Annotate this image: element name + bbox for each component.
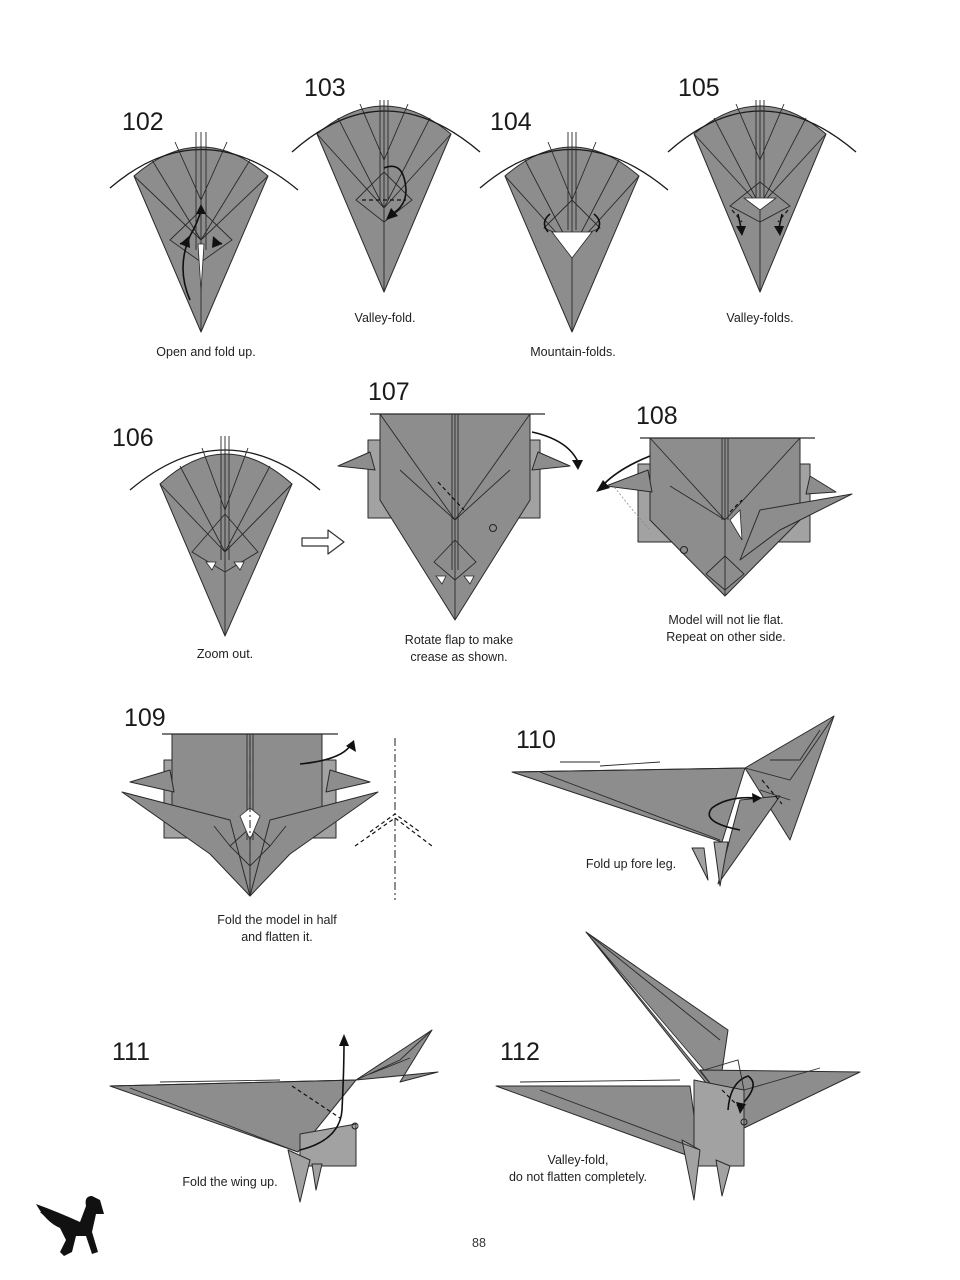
step-number-104: 104 — [490, 108, 532, 136]
pegasus-logo-icon — [36, 1196, 104, 1256]
step-number-112: 112 — [500, 1038, 540, 1066]
caption-112: Valley-fold, do not flatten completely. — [480, 1152, 676, 1186]
diagram-110 — [511, 715, 835, 887]
step-number-107: 107 — [368, 378, 410, 406]
step-number-106: 106 — [112, 424, 154, 452]
caption-107: Rotate flap to make crease as shown. — [374, 632, 544, 666]
caption-107-line-1: Rotate flap to make — [404, 633, 514, 647]
step-number-108: 108 — [636, 402, 678, 430]
diagram-108 — [596, 437, 853, 597]
caption-108: Model will not lie flat. Repeat on other… — [636, 612, 816, 646]
diagram-109 — [121, 733, 433, 900]
diagram-104 — [479, 132, 669, 333]
diagram-111 — [109, 1029, 439, 1203]
diagram-103 — [291, 100, 481, 293]
step-number-109: 109 — [124, 704, 166, 732]
diagram-105 — [667, 100, 857, 293]
diagram-102 — [109, 132, 299, 333]
page-number: 88 — [472, 1236, 486, 1250]
caption-106: Zoom out. — [196, 647, 254, 661]
caption-109-line-1: Fold the model in half — [217, 913, 337, 927]
caption-112-line-1: Valley-fold, — [547, 1153, 609, 1167]
caption-105: Valley-folds. — [726, 311, 794, 325]
caption-108-line-1: Model will not lie flat. — [668, 613, 784, 627]
step-number-105: 105 — [678, 74, 720, 102]
diagram-107 — [337, 413, 583, 621]
caption-109-line-2: and flatten it. — [241, 930, 313, 944]
step-number-102: 102 — [122, 108, 164, 136]
caption-109: Fold the model in half and flatten it. — [184, 912, 370, 946]
caption-110: Fold up fore leg. — [585, 857, 677, 871]
caption-104: Mountain-folds. — [530, 345, 616, 359]
caption-103: Valley-fold. — [354, 311, 416, 325]
caption-107-line-2: crease as shown. — [410, 650, 508, 664]
caption-108-line-2: Repeat on other side. — [666, 630, 786, 644]
diagram-112 — [495, 931, 861, 1201]
diagram-106 — [129, 436, 321, 637]
step-number-103: 103 — [304, 74, 346, 102]
zoom-arrow-icon — [301, 529, 345, 555]
caption-102: Open and fold up. — [156, 345, 256, 359]
step-number-110: 110 — [516, 726, 556, 754]
caption-111: Fold the wing up. — [182, 1175, 278, 1189]
caption-112-line-2: do not flatten completely. — [508, 1170, 648, 1184]
step-number-111: 111 — [112, 1038, 151, 1066]
